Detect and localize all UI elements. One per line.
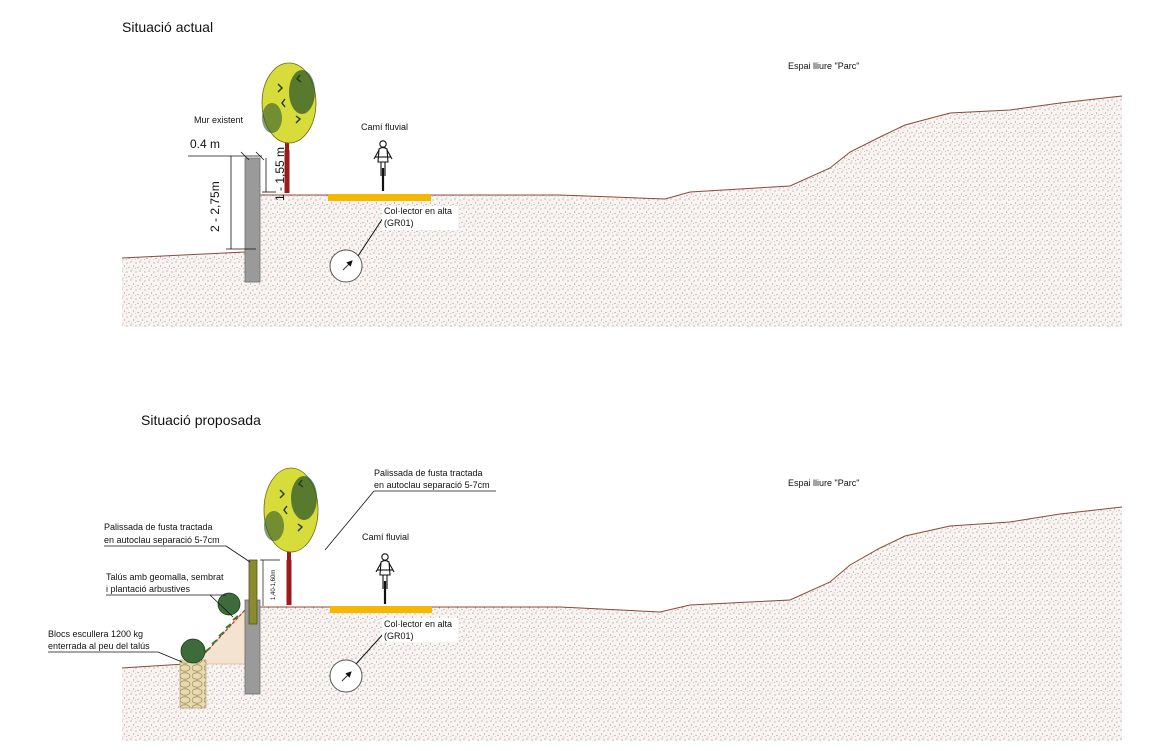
wall-label: Mur existent (194, 115, 244, 125)
collector-label-code: (GR01) (384, 631, 414, 641)
path-label: Camí fluvial (362, 532, 409, 542)
collector-label-bg (382, 206, 458, 230)
palisade-top-label: Palissada de fusta tractada (374, 468, 483, 478)
fence-height-dimension: 1 - 1,55 m (273, 147, 287, 201)
path-surface (330, 606, 432, 613)
section-current: Situació actual Col·lector en alta (GR01… (121, 19, 1123, 327)
tree (261, 62, 317, 193)
shrub (180, 638, 206, 664)
collector-label: Col·lector en alta (384, 619, 452, 629)
ground-fill (122, 96, 1122, 327)
ground-line (121, 95, 1123, 259)
collector-pipe (329, 249, 363, 283)
collector-leader (355, 632, 385, 665)
palisade-top-label-line2: en autoclau separació 5-7cm (374, 480, 490, 490)
ground-fill (122, 507, 1122, 741)
collector-leader (357, 217, 384, 257)
collector-label: Col·lector en alta (384, 206, 452, 216)
section-proposed: Situació proposada Col·lector en alta (G… (48, 412, 1123, 741)
section-title: Situació proposada (141, 412, 261, 428)
path-label: Camí fluvial (361, 122, 408, 132)
park-label: Espai lliure "Parc" (788, 61, 859, 71)
collector-arrow (341, 671, 352, 682)
blocks-label: Blocs escullera 1200 kg (48, 629, 143, 639)
path-surface (328, 194, 431, 201)
tree (263, 467, 319, 605)
slope-vegetation (204, 615, 239, 653)
palisade-top-leader (324, 490, 375, 551)
blocks-leader (157, 651, 183, 663)
collector-arrow (342, 260, 353, 271)
slope-leader (209, 594, 234, 618)
dimension-tick (240, 151, 250, 161)
fence-height-dimension: 1,40-1,60m (271, 570, 277, 600)
blocks-label-line2: enterrada al peu del talús (48, 641, 150, 651)
slope-label-line2: i plantació arbustives (106, 584, 191, 594)
shrub (217, 592, 241, 616)
cyclist-icon (373, 140, 393, 191)
wall-width-dimension: 0.4 m (190, 137, 220, 151)
collector-pipe (329, 659, 363, 693)
riprap-blocks (179, 659, 207, 709)
wall-height-dimension: 2 - 2,75m (208, 181, 222, 232)
palisade-left-leader (225, 545, 251, 563)
ground-line (121, 506, 1123, 669)
palisade-left-label-line2: en autoclau separació 5-7cm (104, 535, 220, 545)
wooden-palisade (248, 559, 258, 625)
collector-label-bg (382, 618, 458, 642)
section-title: Situació actual (122, 19, 213, 35)
palisade-left-label: Palissada de fusta tractada (104, 522, 213, 532)
collector-label-code: (GR01) (384, 218, 414, 228)
dimension-tick (255, 151, 265, 161)
park-label: Espai lliure "Parc" (788, 478, 859, 488)
slope-label: Talús amb geomalla, sembrat (106, 572, 224, 582)
existing-wall (244, 157, 261, 283)
cyclist-icon (375, 553, 395, 604)
